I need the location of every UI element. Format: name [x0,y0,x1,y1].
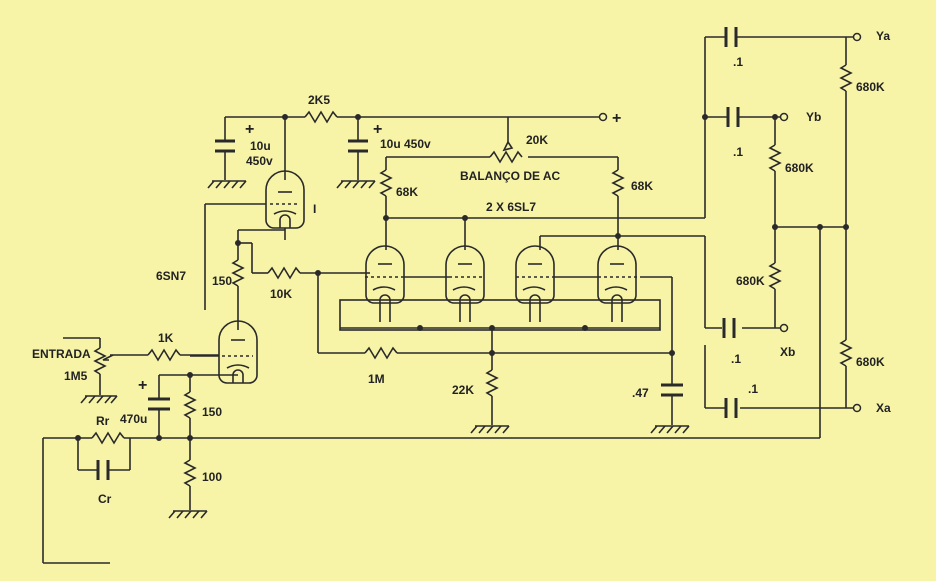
tube-6sn7-lower [190,320,258,384]
triode-2 [445,245,485,322]
label-680k-3: 680K [736,274,765,288]
label-470u: 470u [120,412,147,426]
label-c1-b: .1 [733,145,743,159]
label-68k-a: 68K [396,185,418,199]
label-cap-plus-3: + [138,377,147,394]
label-10u-1: 10u [250,139,271,153]
label-cap-plus-2: + [373,121,382,138]
capacitor-10u-left [207,117,247,189]
label-1k: 1K [158,331,174,345]
resistor-2k5 [304,110,338,124]
label-680k-2: 680K [785,161,814,175]
label-ya: Ya [876,29,890,43]
label-balanco: BALANÇO DE AC [460,169,561,183]
balance-network [379,36,725,329]
tube-6sn7-upper [204,117,305,310]
label-100: 100 [202,470,222,484]
label-22k: 22K [452,383,474,397]
triode-3 [515,245,555,322]
capacitor-10u-right [336,117,376,189]
label-450v-1: 450v [246,154,273,168]
supply-rail [225,110,608,124]
resistors-150-10k [231,230,365,354]
label-entrada: ENTRADA [32,347,91,361]
label-2k5: 2K5 [308,93,330,107]
label-xa: Xa [876,401,891,415]
label-20k: 20K [526,133,548,147]
label-xb: Xb [780,345,795,359]
label-c1-a: .1 [733,55,743,69]
label-tube-mark: I [313,202,316,216]
label-047: .47 [632,386,649,400]
tubes-6sl7 [339,245,673,385]
label-1m5: 1M5 [64,369,88,383]
triode-4 [597,245,640,322]
supply-terminal [598,112,608,122]
label-6sn7: 6SN7 [156,269,186,283]
label-cap-plus-1: + [245,121,254,138]
cathode-network [42,372,820,564]
label-c1-c: .1 [731,352,741,366]
label-68k-b: 68K [631,179,653,193]
label-10k: 10K [270,287,292,301]
label-150-a: 150 [212,274,232,288]
labels: 2K5 + + 10u 450v + 10u 450v 20K BALANÇO … [32,29,891,506]
label-yb: Yb [806,110,821,124]
input-network [63,337,219,404]
label-680k-4: 680K [856,355,885,369]
label-680k-1: 680K [856,80,885,94]
tail-network [364,328,690,434]
label-cr: Cr [98,492,112,506]
label-1m: 1M [368,372,385,386]
label-rr: Rr [96,414,110,428]
label-plus: + [612,110,621,127]
label-2x-6sl7: 2 X 6SL7 [486,200,536,214]
label-10u-2: 10u 450v [380,137,431,151]
output-network [702,27,862,438]
triode-1 [365,245,405,322]
label-150-b: 150 [202,405,222,419]
label-c1-d: .1 [748,382,758,396]
